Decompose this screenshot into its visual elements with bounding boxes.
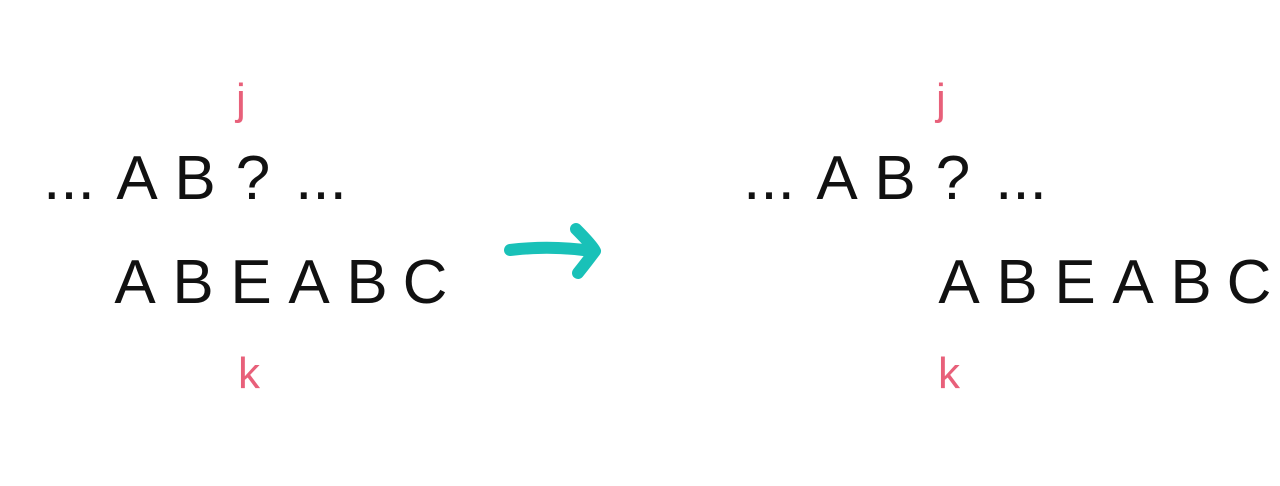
pointer-j-label: j — [936, 75, 946, 124]
text-char-unknown: ? — [235, 144, 271, 213]
right-arrow-icon — [504, 223, 601, 279]
pattern-char: E — [230, 248, 272, 317]
pattern-char: C — [1226, 248, 1272, 317]
pattern-char: E — [1054, 248, 1096, 317]
pattern-char: B — [996, 248, 1038, 317]
pointer-k-label: k — [238, 349, 260, 398]
text-ellipsis-right: ... — [995, 144, 1047, 213]
pattern-char: A — [288, 248, 330, 317]
text-ellipsis-left: ... — [743, 144, 795, 213]
text-char: A — [116, 144, 158, 213]
pattern-char: C — [402, 248, 448, 317]
text-char: B — [174, 144, 216, 213]
text-ellipsis-right: ... — [295, 144, 347, 213]
pointer-j-label: j — [236, 75, 246, 124]
text-char-unknown: ? — [935, 144, 971, 213]
pattern-char: B — [346, 248, 388, 317]
pattern-char: B — [1170, 248, 1212, 317]
pattern-char: A — [1112, 248, 1154, 317]
pointer-k-label: k — [938, 349, 960, 398]
pattern-char: A — [114, 248, 156, 317]
text-char: B — [874, 144, 916, 213]
text-char: A — [816, 144, 858, 213]
pattern-char: B — [172, 248, 214, 317]
text-ellipsis-left: ... — [43, 144, 95, 213]
pattern-char: A — [938, 248, 980, 317]
